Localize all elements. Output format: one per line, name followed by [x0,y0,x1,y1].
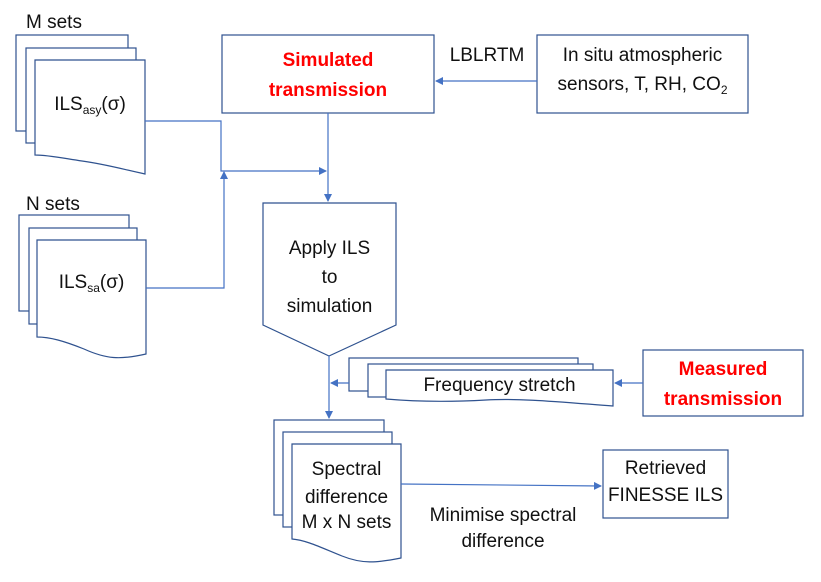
frequency-stretch-label: Frequency stretch [423,375,576,396]
measured-transmission-line2: transmission [663,389,783,410]
m-sets-page-front [34,59,146,175]
n-sets-label-main: ILS [58,272,88,293]
apply-ils-line3: simulation [286,296,373,317]
apply-ils-line1: Apply ILS [288,238,371,259]
in-situ-line1: In situ atmospheric [562,45,723,66]
in-situ-line2-sub: 2 [720,83,728,97]
frequency-stretch-page-front [385,369,614,407]
in-situ-line2-main: sensors, T, RH, CO [557,74,721,95]
apply-ils-line2: to [321,267,338,288]
in-situ-line2: sensors, T, RH, CO2 [537,73,748,97]
simulated-transmission-line1: Simulated [282,50,374,71]
n-sets-label-sub: sa [87,281,100,295]
m-sets-document-stack [15,34,146,175]
spectral-difference-page-front [291,443,402,563]
spectral-difference-line3: M x N sets [301,512,392,533]
retrieved-ils-line1: Retrieved [624,458,707,479]
m-sets-label-tail: (σ) [101,94,126,115]
n-sets-caption: N sets [26,194,80,215]
n-sets-label: ILSsa(σ) [37,271,146,295]
retrieved-ils-line2: FINESSE ILS [607,485,724,506]
n-sets-label-tail: (σ) [99,272,125,293]
measured-transmission-box [642,349,804,417]
minimise-label-line2: difference [461,531,545,552]
n-sets-page-front [36,239,147,359]
lblrtm-label: LBLRTM [449,45,525,66]
spectral-difference-document-stack [273,419,402,563]
measured-transmission-line1: Measured [678,359,768,380]
minimise-label-line1: Minimise spectral [429,505,577,526]
connector-msets-to-junction [145,120,327,175]
frequency-stretch-document-stack [348,357,614,407]
simulated-transmission-line2: transmission [268,80,388,101]
n-sets-document-stack [18,214,147,359]
m-sets-label-main: ILS [54,94,83,115]
connector-spectral-to-retrieved [400,481,602,490]
simulated-transmission-box [221,34,435,114]
in-situ-sensors-box [536,34,749,114]
m-sets-caption: M sets [26,12,82,33]
m-sets-label: ILSasy(σ) [35,93,145,117]
apply-ils-shape [262,202,397,357]
retrieved-ils-box [602,449,729,519]
spectral-difference-line1: Spectral [311,459,382,480]
spectral-difference-line2: difference [304,487,389,508]
connector-nsets-to-junction [146,171,228,289]
m-sets-label-sub: asy [82,103,102,117]
